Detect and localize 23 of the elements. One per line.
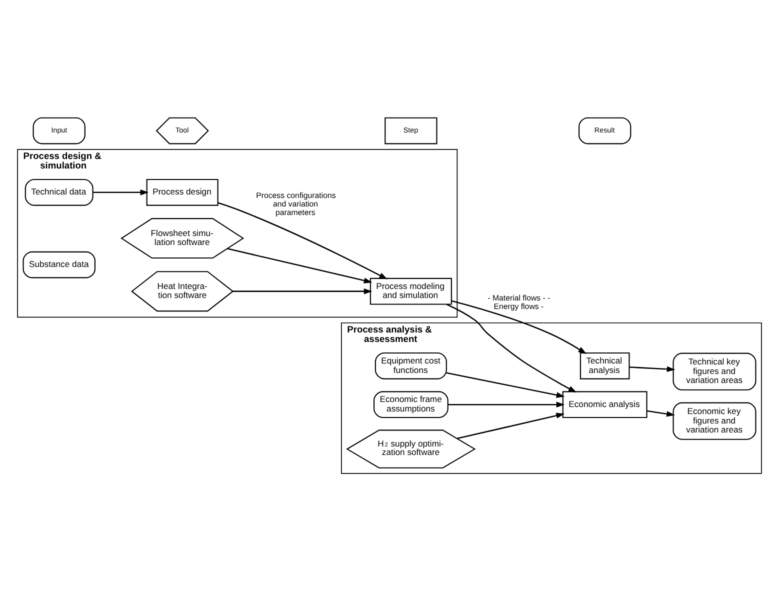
arrow bbox=[629, 366, 676, 372]
arrow bbox=[93, 190, 149, 196]
arrow bbox=[451, 300, 587, 354]
edge-label: - Material flows - - Energy flows - bbox=[488, 294, 550, 312]
arrow bbox=[646, 410, 675, 417]
arrow bbox=[448, 402, 565, 408]
node-box: Process modeling and simulation bbox=[370, 278, 452, 305]
arrow bbox=[446, 372, 565, 398]
arrow bbox=[456, 412, 565, 440]
node-box: Technical key figures and variation areas bbox=[672, 352, 756, 390]
edge-label: Process configurations and variation parameters bbox=[256, 191, 336, 218]
node-box: Technical data bbox=[24, 178, 94, 206]
arrow bbox=[446, 304, 577, 393]
node-box: Process design bbox=[146, 178, 218, 206]
node-box: Equipment cost functions bbox=[374, 352, 447, 380]
node-box: Economic key figures and variation areas bbox=[672, 402, 756, 440]
arrow bbox=[232, 288, 372, 294]
node-box: Economic frame assumptions bbox=[374, 391, 448, 418]
node-box: Technical analysis bbox=[580, 352, 630, 380]
arrow bbox=[227, 248, 372, 284]
node-box: Substance data bbox=[22, 251, 96, 278]
arrow bbox=[218, 202, 388, 280]
node-box: Economic analysis bbox=[562, 391, 648, 418]
